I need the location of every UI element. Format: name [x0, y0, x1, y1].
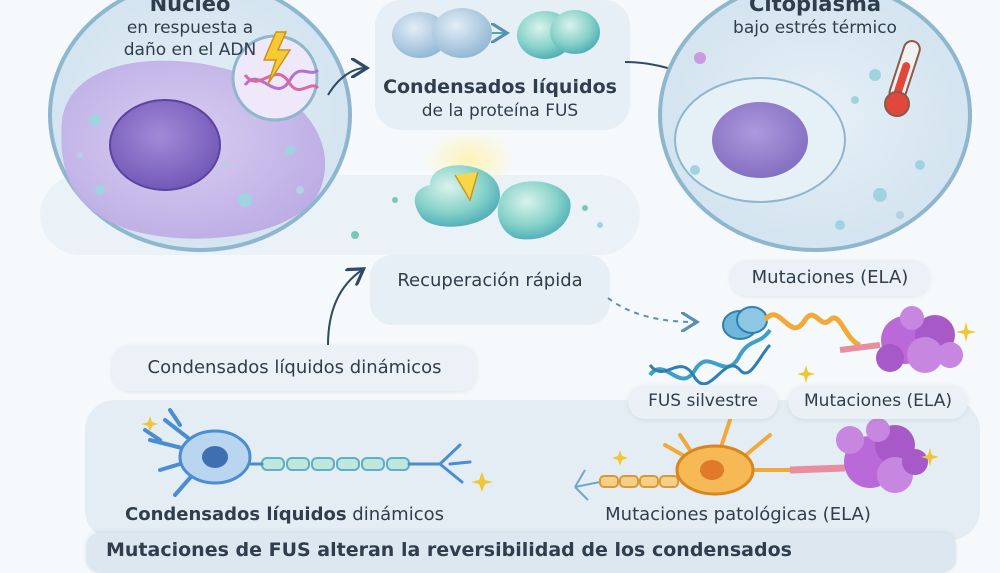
arrow-icon [327, 68, 365, 96]
recovery-label: Recuperación rápida [397, 270, 583, 291]
condensates-title: Condensados líquidos [383, 76, 617, 98]
diagram-canvas [40, 0, 980, 540]
mutations-right-pill [788, 385, 968, 419]
sparkle-icon [797, 322, 976, 383]
mutations-top-pill [730, 260, 930, 296]
bottom-banner-text: Mutaciones de FUS alteran la reversibili… [106, 539, 792, 561]
nucleus-title: Núcleo [149, 0, 231, 16]
dynamic-condensates-label: Condensados líquidos dinámicos [147, 357, 442, 378]
thermometer-icon [884, 40, 921, 117]
mutations-top-label: Mutaciones (ELA) [751, 267, 909, 288]
neuron-healthy-label: Condensados líquidos dinámicos [125, 504, 455, 525]
dna-icon [648, 306, 881, 386]
cytoplasm-cell [658, 0, 972, 252]
lightning-icon [262, 31, 292, 85]
condensates-subtitle: de la proteína FUS [421, 101, 579, 121]
neuron-panel [85, 400, 980, 540]
neuron-healthy-label-rest: dinámicos [346, 504, 444, 525]
recovery-droplets [351, 130, 603, 240]
aggregate-top [876, 306, 963, 373]
mutations-right-label: Mutaciones (ELA) [804, 391, 952, 411]
fus-wild-pill [628, 385, 778, 419]
neuron-diseased [574, 418, 939, 501]
nucleus-subtitle-1: en respuesta a [126, 18, 254, 38]
neuron-diseased-label: Mutaciones patológicas (ELA) [605, 504, 871, 525]
condensate-droplets-top [392, 8, 600, 59]
neuron-healthy-label-bold: Condensados líquidos [125, 504, 347, 525]
cytoplasm-title: Citoplasma [748, 0, 882, 16]
recovery-panel [370, 255, 610, 325]
arrow-icon [607, 297, 695, 322]
nucleus-subtitle-2: daño en el ADN [123, 40, 257, 60]
neuron-healthy [142, 408, 493, 497]
fus-wild-label: FUS silvestre [648, 391, 758, 411]
dynamic-condensates-pill [112, 345, 477, 391]
arrow-icon [327, 270, 362, 346]
cytoplasm-subtitle: bajo estrés térmico [733, 18, 897, 38]
